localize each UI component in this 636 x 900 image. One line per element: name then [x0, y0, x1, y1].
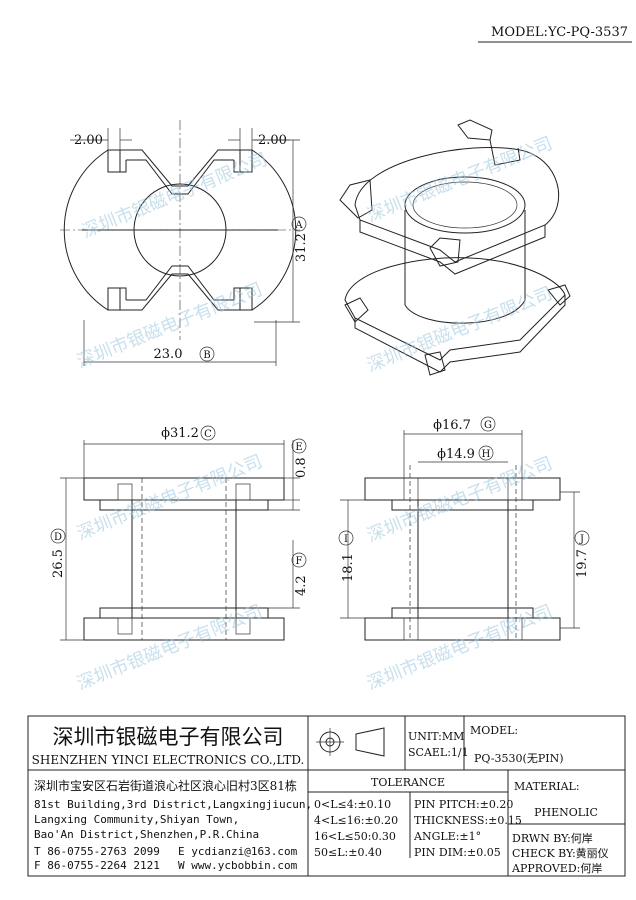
- spec-row-3: ANGLE:±1°: [413, 830, 481, 843]
- top-view: 2.00 2.00 31.2 A 23.0 B: [60, 120, 309, 366]
- ref-j: J: [579, 534, 584, 545]
- dim-top-height: 31.2: [294, 233, 309, 262]
- tolerance-row-2: 4<L≤16:±0.20: [314, 814, 398, 827]
- isometric-view: [339, 119, 571, 376]
- projection-symbol-icon: [316, 727, 385, 757]
- tolerance-row-1: 0<L≤4:±0.10: [314, 798, 391, 811]
- material-value: PHENOLIC: [534, 806, 598, 819]
- dim-top-left: 2.00: [74, 133, 103, 148]
- model-label: MODEL:: [470, 724, 518, 737]
- side-view: ϕ16.7 G ϕ14.9 H 18.1 I 19.7 J: [338, 416, 590, 641]
- website: W www.ycbobbin.com: [178, 859, 298, 872]
- svg-text:深圳市银磁电子有限公司: 深圳市银磁电子有限公司: [74, 601, 265, 695]
- svg-text:深圳市银磁电子有限公司: 深圳市银磁电子有限公司: [364, 601, 555, 695]
- ref-b: B: [203, 350, 210, 361]
- dim-side-right: 19.7: [575, 549, 590, 578]
- tolerance-row-4: 50≤L:±0.40: [314, 846, 382, 859]
- dim-top-width: 23.0: [154, 347, 183, 362]
- dim-front-height: 26.5: [51, 549, 66, 578]
- approved-by: APPROVED:何岸: [511, 862, 602, 875]
- front-view: ϕ31.2 C 0.8 E 26.5 D 4.2 F: [50, 425, 309, 641]
- watermarks: 深圳市银磁电子有限公司 深圳市银磁电子有限公司 深圳市银磁电子有限公司 深圳市银…: [74, 133, 555, 695]
- check-by: CHECK BY:黄丽仪: [512, 846, 609, 860]
- model-header: MODEL:YC-PQ-3537: [491, 25, 628, 40]
- address-en-1: 81st Building,3rd District,Langxingjiucu…: [34, 798, 312, 811]
- ref-i: I: [344, 534, 348, 545]
- dim-front-inner: 4.2: [294, 575, 309, 596]
- ref-e: E: [295, 442, 302, 453]
- spec-row-2: THICKNESS:±0.15: [414, 814, 522, 827]
- spec-row-1: PIN PITCH:±0.20: [414, 798, 513, 811]
- material-label: MATERIAL:: [514, 780, 580, 793]
- title-block: 深圳市银磁电子有限公司 SHENZHEN YINCI ELECTRONICS C…: [27, 715, 626, 877]
- dim-side-left: 18.1: [341, 553, 356, 582]
- spec-row-4: PIN DIM:±0.05: [414, 846, 501, 859]
- address-en-3: Bao'An District,Shenzhen,P.R.China: [34, 828, 259, 841]
- ref-g: G: [484, 420, 492, 431]
- tolerance-row-3: 16<L≤50:0.30: [314, 830, 396, 843]
- model-value: PQ-3530(无PIN): [474, 752, 564, 765]
- email: E ycdianzi@163.com: [178, 845, 298, 858]
- svg-text:深圳市银磁电子有限公司: 深圳市银磁电子有限公司: [364, 283, 555, 377]
- address-en-2: Langxing Community,Shiyan Town,: [34, 813, 239, 826]
- unit: UNIT:MM: [408, 730, 464, 743]
- tolerance-title: TOLERANCE: [371, 776, 445, 789]
- svg-text:深圳市银磁电子有限公司: 深圳市银磁电子有限公司: [74, 451, 265, 545]
- ref-f: F: [296, 556, 303, 567]
- scale: SCAEL:1/1: [408, 746, 469, 759]
- company-name-cn: 深圳市银磁电子有限公司: [53, 725, 284, 749]
- dim-side-outer: ϕ16.7: [433, 418, 471, 433]
- company-name-en: SHENZHEN YINCI ELECTRONICS CO.,LTD.: [32, 753, 305, 767]
- ref-h: H: [482, 449, 491, 460]
- svg-text:深圳市银磁电子有限公司: 深圳市银磁电子有限公司: [364, 133, 555, 227]
- address-cn: 深圳市宝安区石岩街道浪心社区浪心旧村3区81栋: [34, 778, 297, 793]
- ref-a: A: [294, 220, 303, 231]
- dim-front-diameter: ϕ31.2: [161, 426, 199, 441]
- dim-top-right: 2.00: [258, 133, 287, 148]
- tel: T 86-0755-2763 2099: [34, 845, 160, 858]
- dim-front-flange: 0.8: [294, 457, 309, 478]
- fax: F 86-0755-2264 2121: [34, 859, 160, 872]
- drawn-by: DRWN BY:何岸: [512, 832, 593, 845]
- ref-d: D: [54, 532, 62, 543]
- dim-side-inner: ϕ14.9: [437, 447, 475, 462]
- ref-c: C: [204, 429, 212, 440]
